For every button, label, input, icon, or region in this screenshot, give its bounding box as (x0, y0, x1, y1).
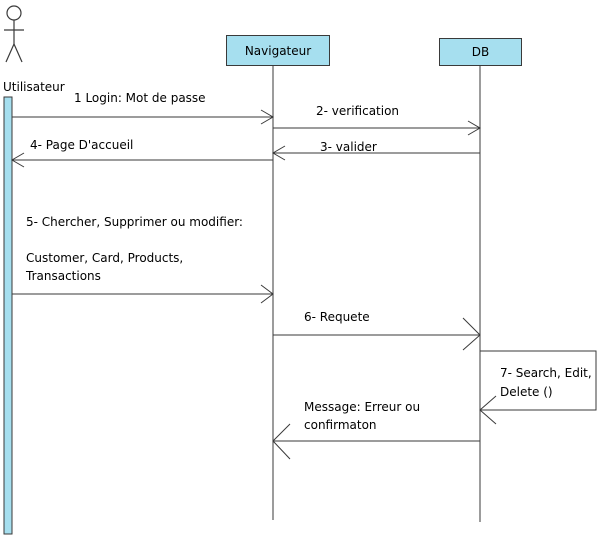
participant-browser: Navigateur (226, 35, 330, 66)
actor-user-label: Utilisateur (3, 80, 65, 94)
message-1-label: 1 Login: Mot de passe (74, 91, 206, 105)
message-2-label: 2- verification (316, 104, 400, 118)
message-8-label-line2: confirmaton (304, 418, 377, 432)
participant-db: DB (439, 38, 522, 66)
participant-browser-label: Navigateur (244, 43, 312, 58)
message-5-label-line3: Transactions (26, 269, 101, 283)
message-5-label-line1: 5- Chercher, Supprimer ou modifier: (26, 215, 243, 229)
message-5-label-line2: Customer, Card, Products, (26, 251, 184, 265)
participant-db-label: DB (471, 45, 490, 59)
user-activation-bar (3, 96, 13, 535)
message-4-label: 4- Page D'accueil (30, 138, 134, 152)
message-8-label-line1: Message: Erreur ou (304, 400, 421, 414)
message-6-label: 6- Requete (304, 310, 370, 324)
message-7-label-line2: Delete () (500, 385, 553, 399)
message-7-label-line1: 7- Search, Edit, (500, 366, 592, 380)
message-3-label: 3- valider (320, 140, 377, 154)
actor-icon (4, 5, 24, 63)
message-7-self-loop (480, 350, 597, 411)
